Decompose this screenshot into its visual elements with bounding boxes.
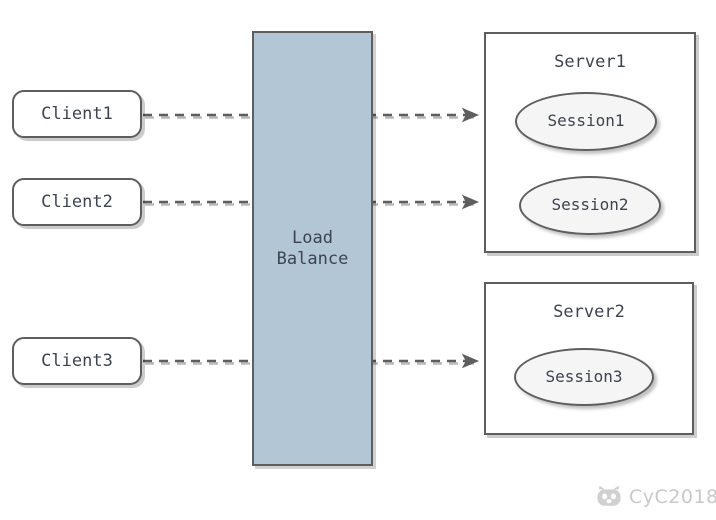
watermark: CyC2018 (596, 485, 716, 509)
session-label: Session2 (551, 195, 629, 215)
client-box-3[interactable]: Client3 (12, 337, 142, 385)
load-balancer-label: Load Balance (276, 228, 349, 269)
client-label: Client3 (41, 350, 113, 371)
watermark-text: CyC2018 (629, 486, 716, 508)
session-label: Session3 (545, 366, 623, 386)
octocat-icon (597, 485, 621, 506)
session-ellipse-1[interactable]: Session1 (515, 92, 657, 151)
session-label: Session1 (547, 111, 625, 131)
session-ellipse-3[interactable]: Session3 (514, 348, 654, 406)
load-balancer-box[interactable]: Load Balance (252, 31, 373, 466)
server-title: Server2 (553, 302, 625, 322)
client-box-2[interactable]: Client2 (12, 178, 142, 226)
client-label: Client2 (41, 191, 113, 212)
client-label: Client1 (41, 103, 113, 124)
session-ellipse-2[interactable]: Session2 (519, 176, 661, 235)
server-title: Server1 (554, 52, 626, 72)
client-box-1[interactable]: Client1 (12, 90, 142, 138)
